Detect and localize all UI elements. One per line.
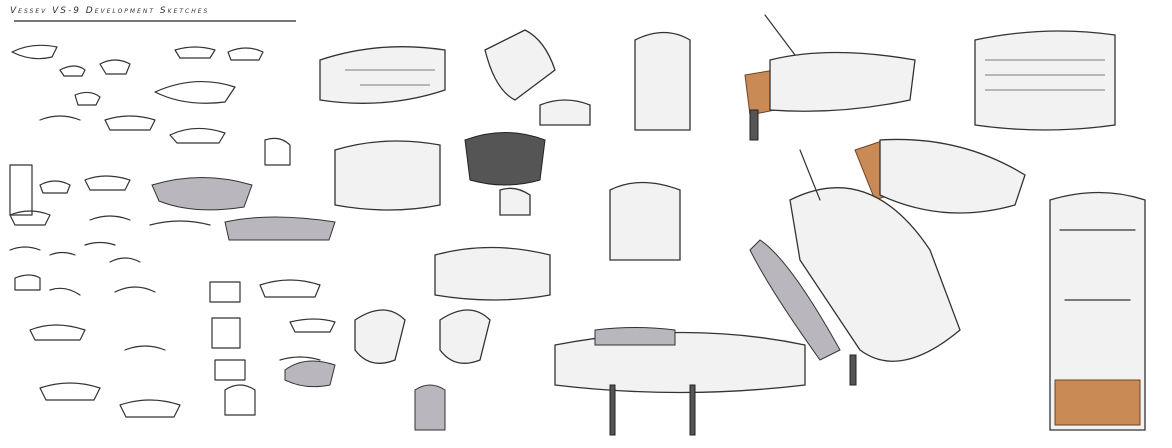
exterior-renders [554, 14, 1146, 436]
interior-sketches [319, 29, 691, 431]
title-underline [14, 20, 296, 22]
sheet-title: Vessev VS-9 Development Sketches [10, 6, 210, 16]
thumbnail-sketches [9, 44, 336, 418]
